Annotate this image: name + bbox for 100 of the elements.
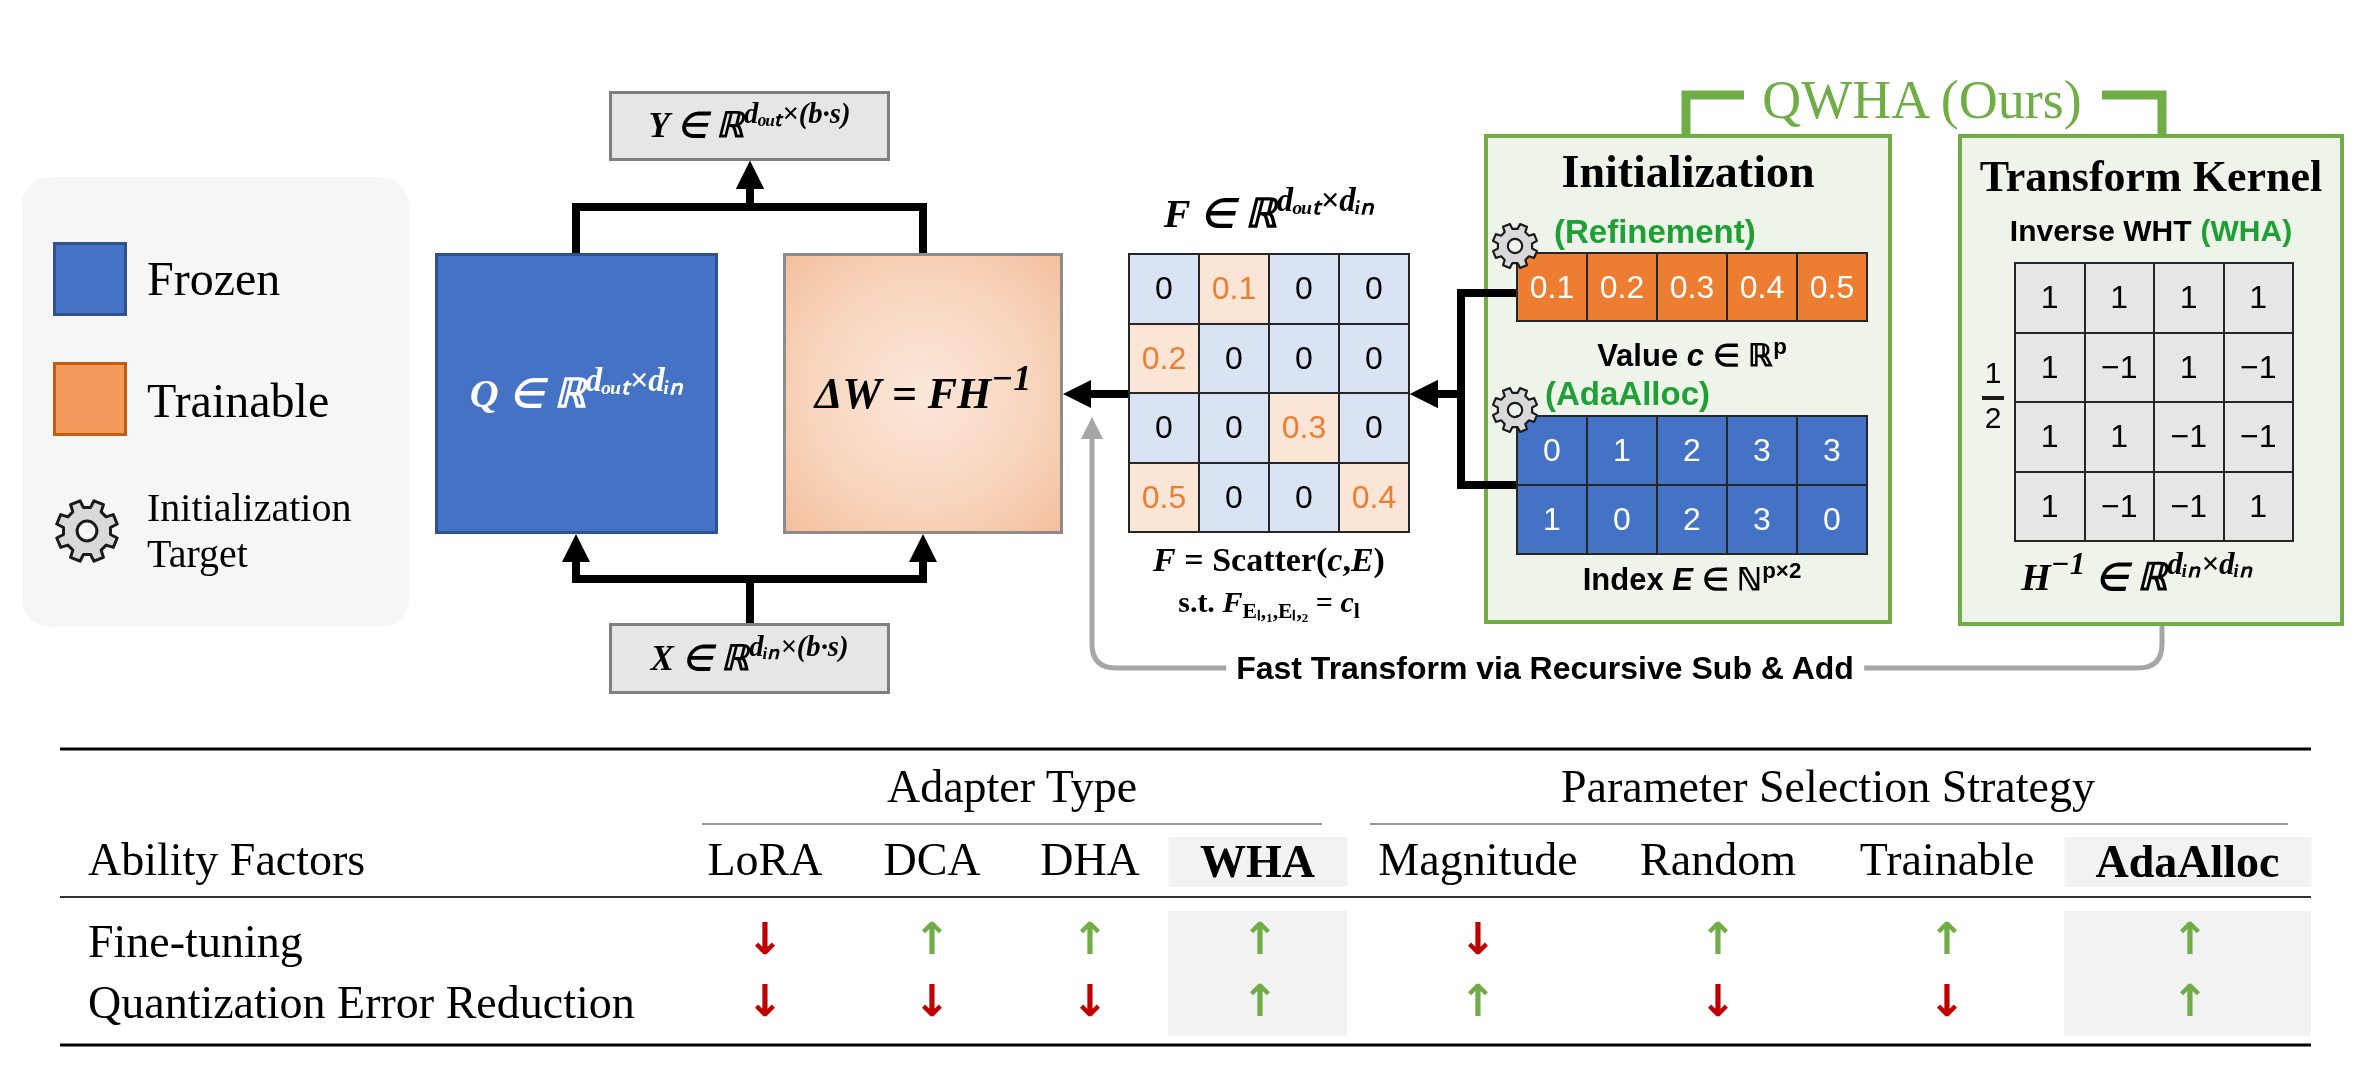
matrix-entry: 0 [1270, 324, 1338, 392]
formula: Q ∈ ℝ$^{dₒᵤₜ×dᵢₙ}$ [469, 366, 684, 418]
matrix-entry: 0.5 [1130, 463, 1198, 531]
matrix-entry: 1 [2016, 333, 2084, 401]
column-header: AdaAlloc [2064, 837, 2311, 887]
matrix-entry: 1 [2085, 403, 2153, 471]
matrix-entry: −1 [2155, 472, 2223, 540]
column-header: WHA [1168, 837, 1347, 887]
matrix-entry: 1 [2155, 264, 2223, 332]
formula: Y ∈ ℝ$^{dₒᵤₜ×(b·s)}$ [648, 102, 851, 148]
formula: F = Scatter(c,E) [1152, 540, 1386, 580]
matrix-entry: 0 [1200, 324, 1268, 392]
vector-entry: 0 [1798, 486, 1866, 553]
matrix-entry: 0.3 [1270, 394, 1338, 462]
vector-entry: 2 [1658, 417, 1726, 484]
weight-block [783, 253, 1063, 534]
matrix-entry: −1 [2085, 333, 2153, 401]
vector-entry: 0.2 [1588, 254, 1656, 320]
rating-arrow: ↑ [1459, 974, 1497, 1026]
vector-entry: 2 [1658, 486, 1726, 553]
vector-entry: 0.4 [1728, 254, 1796, 320]
vector-entry: 3 [1728, 417, 1796, 484]
column-header: DCA [883, 833, 981, 887]
fraction-term: 2 [1983, 401, 2003, 435]
weight-block [435, 253, 718, 534]
vector-entry: 0.1 [1518, 254, 1586, 320]
matrix-entry: 1 [2155, 333, 2223, 401]
matrix-entry: 0 [1270, 255, 1338, 323]
matrix-entry: 0 [1340, 324, 1408, 392]
vector-entry: 3 [1798, 417, 1866, 484]
matrix-entry: 0 [1270, 463, 1338, 531]
matrix-entry: 1 [2224, 264, 2292, 332]
matrix-entry: 0 [1200, 463, 1268, 531]
arrow [1410, 380, 1516, 489]
column-header: Magnitude [1378, 833, 1578, 887]
fraction-term: 1 [1983, 356, 2003, 390]
rating-arrow: ↓ [746, 912, 784, 964]
group-header: Parameter Selection Strategy [1561, 760, 2095, 814]
vector-entry: 0.3 [1658, 254, 1726, 320]
vector-heading: (AdaAlloc) [1545, 374, 1710, 414]
vector-caption: Index E ∈ ℕ$^{p×2}$ [1581, 560, 1803, 599]
group-header: Adapter Type [886, 760, 1138, 814]
tensor-box [609, 91, 890, 161]
rating-arrow: ↑ [913, 912, 951, 964]
vector-entry: 3 [1728, 486, 1796, 553]
matrix-entry: 1 [2016, 403, 2084, 471]
arrow [736, 161, 927, 253]
rating-arrow: ↑ [1928, 912, 1966, 964]
panel [1484, 134, 1892, 624]
rating-arrow: ↓ [913, 974, 951, 1026]
vector-entry: 0 [1588, 486, 1656, 553]
matrix-entry: 0 [1200, 394, 1268, 462]
tensor-box [609, 623, 890, 694]
vector-entry: 1 [1588, 417, 1656, 484]
vector-heading: (Refinement) [1554, 212, 1756, 252]
column-header: Random [1640, 833, 1796, 887]
matrix-entry: 1 [2016, 264, 2084, 332]
matrix-entry: 1 [2085, 264, 2153, 332]
panel-heading: Transform Kernel [1978, 152, 2324, 203]
column-header: LoRA [707, 833, 823, 887]
legend-label: Initialization Target [147, 485, 353, 577]
panel-subheading: Inverse WHT [2009, 213, 2192, 249]
rating-arrow: ↑ [2171, 912, 2209, 964]
matrix-entry: 0 [1130, 394, 1198, 462]
row-header: Ability Factors [88, 833, 366, 887]
rating-arrow: ↓ [1459, 912, 1497, 964]
matrix-entry: 0 [1340, 255, 1408, 323]
matrix-entry: 0 [1130, 255, 1198, 323]
panel [1958, 134, 2344, 626]
arrow [1063, 380, 1128, 408]
matrix-entry: 1 [2224, 472, 2292, 540]
formula: s.t. F$_{Eₗ,₁,Eₗ,₂}$ = c$_{l}$ [1177, 584, 1361, 621]
matrix-entry: −1 [2155, 403, 2223, 471]
row-header: Quantization Error Reduction [88, 976, 635, 1030]
column-header: DHA [1040, 833, 1140, 887]
matrix-entry: 0.2 [1130, 324, 1198, 392]
legend-label: Frozen [147, 251, 282, 307]
column-header: Trainable [1859, 833, 2035, 887]
vector-caption: Value c ∈ ℝ$^{p}$ [1596, 336, 1788, 375]
rating-arrow: ↑ [1241, 912, 1279, 964]
panel-subheading: (WHA) [2200, 213, 2293, 249]
matrix-entry: 0.1 [1200, 255, 1268, 323]
rating-arrow: ↑ [2171, 974, 2209, 1026]
rating-arrow: ↑ [1699, 912, 1737, 964]
matrix-entry: −1 [2224, 403, 2292, 471]
rating-arrow: ↓ [1928, 974, 1966, 1026]
formula: H$^{−1}$ ∈ ℝ$^{dᵢₙ×dᵢₙ}$ [2020, 552, 2254, 600]
matrix-entry: 0 [1340, 394, 1408, 462]
formula: ΔW = FH$^{−1}$ [814, 363, 1032, 420]
legend-label: Trainable [147, 373, 331, 429]
rating-arrow: ↑ [1071, 912, 1109, 964]
group-label: QWHA (Ours) [1762, 69, 2082, 131]
matrix-entry: −1 [2224, 333, 2292, 401]
rating-arrow: ↓ [1699, 974, 1737, 1026]
rating-arrow: ↓ [1071, 974, 1109, 1026]
matrix-entry: 0.4 [1340, 463, 1408, 531]
matrix-entry: 1 [2016, 472, 2084, 540]
vector-entry: 0.5 [1798, 254, 1866, 320]
matrix-entry: −1 [2085, 472, 2153, 540]
row-header: Fine-tuning [88, 915, 303, 969]
